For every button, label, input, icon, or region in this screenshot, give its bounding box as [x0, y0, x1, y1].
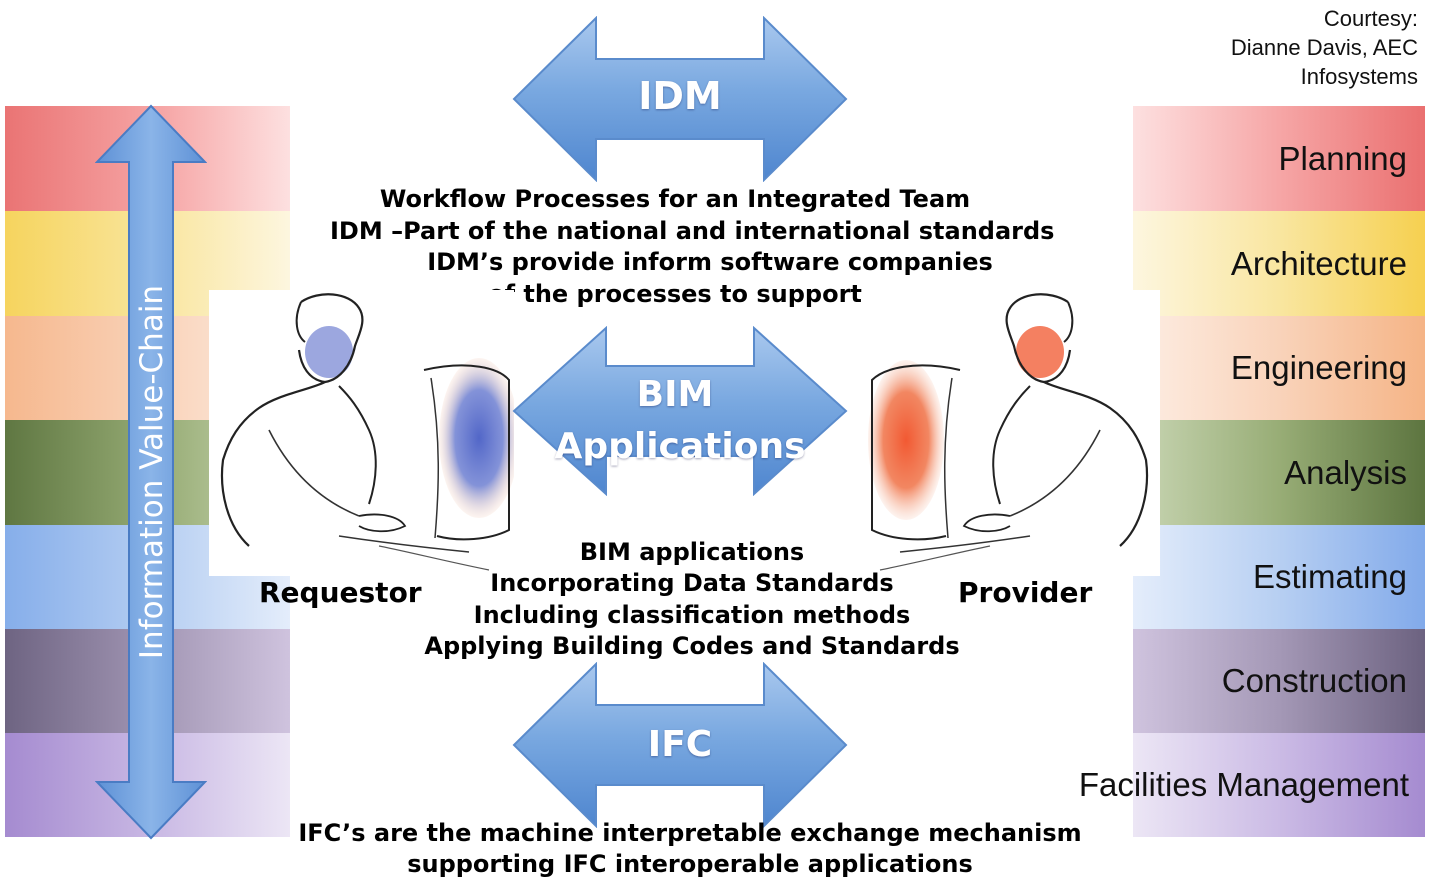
- bim-arrow-label-line-2: Applications: [554, 426, 806, 467]
- idm-arrow-label: IDM: [638, 74, 722, 118]
- requestor-label: Requestor: [259, 576, 422, 609]
- right-band-construction: Construction: [1133, 629, 1425, 733]
- bim-text-line-3: Including classification methods: [473, 601, 911, 629]
- right-band-architecture: Architecture: [1133, 211, 1425, 316]
- ifc-arrow-label: IFC: [647, 724, 713, 765]
- bim-text-line-4: Applying Building Codes and Standards: [424, 632, 960, 660]
- right-band-analysis: Analysis: [1133, 420, 1425, 525]
- courtesy-line-1: Courtesy:: [1323, 6, 1418, 31]
- ifc-text-line-1: IFC’s are the machine interpretable exch…: [298, 819, 1082, 847]
- bim-arrow-label-line-1: BIM: [636, 374, 714, 415]
- phase-label-analysis: Analysis: [1284, 453, 1407, 491]
- phase-label-construction: Construction: [1221, 662, 1407, 699]
- right-band-engineering: Engineering: [1133, 316, 1425, 420]
- value-chain-label: Information Value-Chain: [134, 284, 170, 660]
- provider-label: Provider: [958, 576, 1093, 609]
- idm-text-line-4: of the processes to support: [488, 280, 862, 308]
- courtesy-line-3: Infosystems: [1300, 64, 1418, 89]
- bim-text-line-2: Incorporating Data Standards: [490, 569, 894, 597]
- courtesy-credit: Courtesy: Dianne Davis, AEC Infosystems: [1158, 4, 1418, 91]
- idm-double-arrow: [512, 16, 848, 182]
- requestor-illustration: [209, 290, 519, 576]
- idm-text-line-2: IDM –Part of the national and internatio…: [330, 217, 1055, 245]
- right-band-planning: Planning: [1133, 106, 1425, 211]
- phase-label-architecture: Architecture: [1230, 244, 1407, 282]
- idm-text-line-1: Workflow Processes for an Integrated Tea…: [379, 185, 971, 213]
- bim-double-arrow: [512, 326, 848, 496]
- courtesy-line-2: Dianne Davis, AEC: [1230, 35, 1418, 60]
- provider-illustration: [864, 290, 1160, 576]
- ifc-text-line-2: supporting IFC interoperable application…: [407, 850, 973, 878]
- idm-text-line-3: IDM’s provide inform software companies: [427, 248, 993, 276]
- phase-label-facilities-management: Facilities Management: [1078, 766, 1409, 803]
- phase-label-planning: Planning: [1278, 139, 1407, 177]
- bim-text-line-1: BIM applications: [579, 538, 805, 566]
- phase-label-estimating: Estimating: [1252, 558, 1407, 595]
- ifc-double-arrow: [512, 662, 848, 828]
- value-chain-arrow: [95, 104, 207, 840]
- right-band-estimating: Estimating: [1133, 525, 1425, 629]
- right-band-facilities: Facilities Management: [1079, 733, 1425, 837]
- phase-label-engineering: Engineering: [1230, 349, 1407, 386]
